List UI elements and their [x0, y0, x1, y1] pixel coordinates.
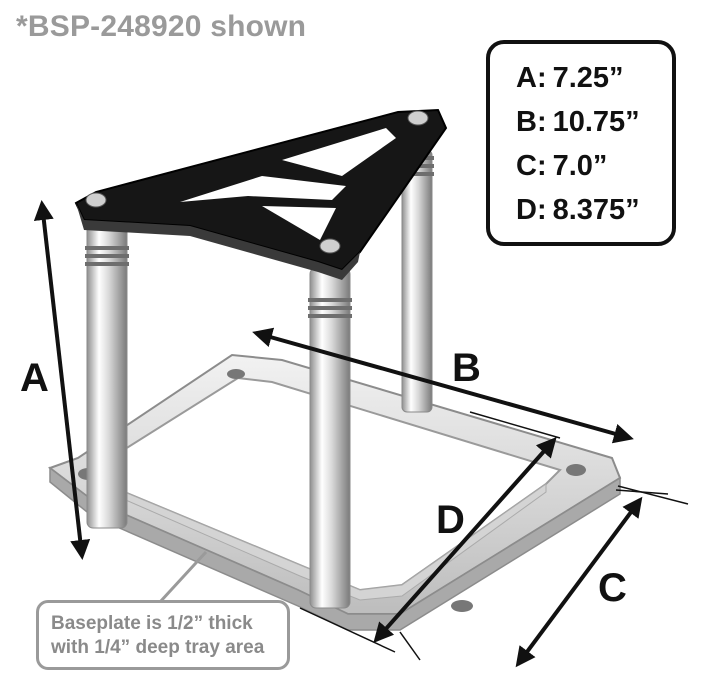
dimension-letter: C: [516, 150, 547, 182]
callout-line-1: Baseplate is 1/2” thick [51, 613, 253, 634]
dimension-value: 7.25” [552, 62, 624, 94]
top-bracket [74, 108, 448, 280]
extension-lines [299, 411, 689, 661]
arrow-a [33, 200, 91, 560]
callout-line-2: with 1/4” deep tray area [51, 637, 265, 658]
label-a: A [20, 356, 49, 400]
label-c: C [598, 566, 627, 610]
dimension-letter: A: [516, 62, 547, 94]
dimension-row-c: C:7.0” [516, 150, 607, 183]
dimension-letter: D: [516, 194, 547, 226]
label-d: D [436, 498, 465, 542]
dimension-row-b: B:10.75” [516, 106, 640, 139]
arrow-d [373, 437, 557, 643]
dimension-value: 7.0” [552, 150, 608, 182]
label-b: B [452, 346, 481, 390]
arrow-b [252, 327, 634, 444]
dimensions-box: A:7.25” B:10.75” C:7.0” D:8.375” [486, 40, 676, 246]
model-caption: *BSP-248920 shown [16, 10, 307, 43]
dimension-row-a: A:7.25” [516, 62, 624, 95]
dimension-letter: B: [516, 106, 547, 138]
dimension-arrows [33, 200, 643, 668]
dimension-row-d: D:8.375” [516, 194, 640, 227]
dimension-value: 8.375” [552, 194, 640, 226]
dimension-value: 10.75” [552, 106, 640, 138]
callout-pointer [158, 550, 208, 604]
baseplate-callout: Baseplate is 1/2” thick with 1/4” deep t… [36, 600, 290, 670]
